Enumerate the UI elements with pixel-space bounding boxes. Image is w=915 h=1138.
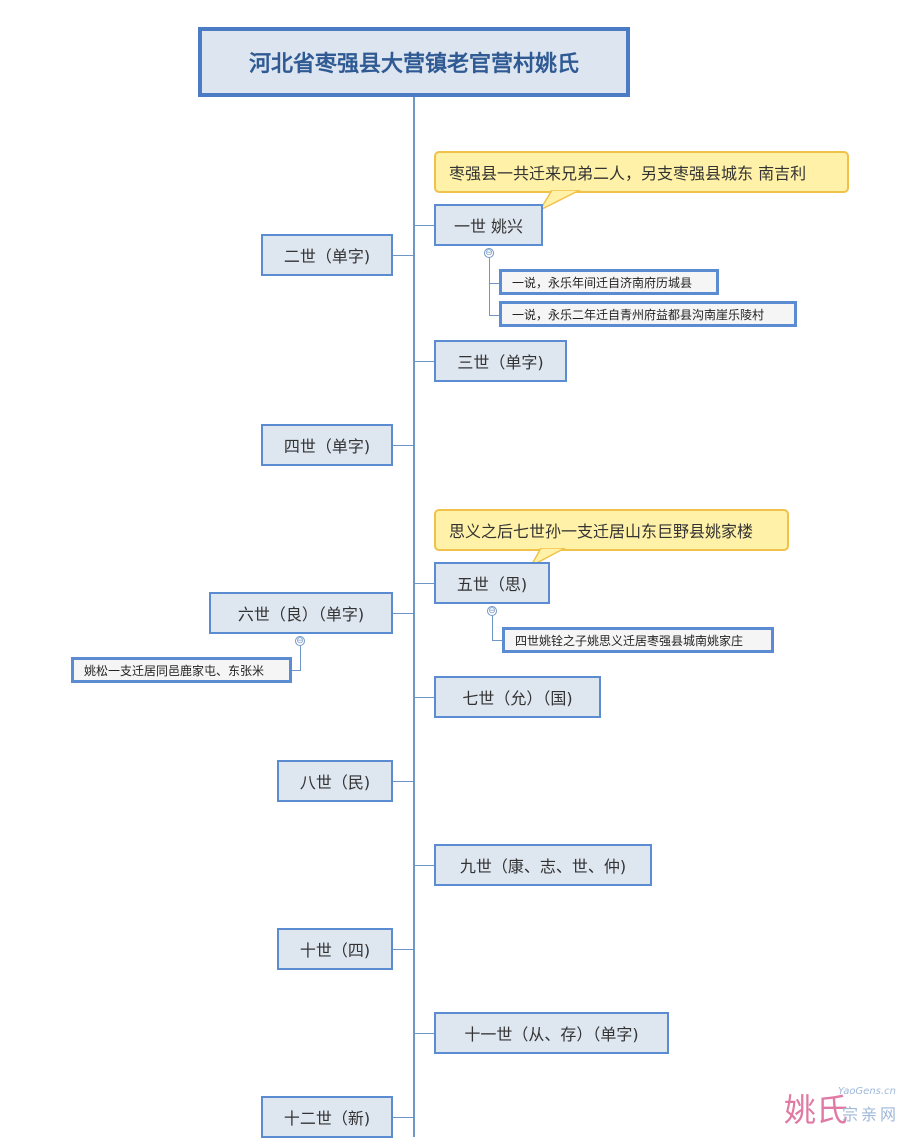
connector bbox=[393, 613, 414, 614]
connector bbox=[489, 283, 499, 284]
collapse-icon[interactable]: ⊖ bbox=[295, 636, 305, 646]
connector bbox=[393, 255, 414, 256]
connector bbox=[393, 445, 414, 446]
timeline-spine bbox=[413, 97, 415, 1137]
generation-node-g9[interactable]: 九世（康、志、世、仲) bbox=[434, 844, 652, 886]
generation-node-g1[interactable]: 一世 姚兴 bbox=[434, 204, 543, 246]
connector bbox=[414, 1033, 434, 1034]
watermark-url: YaoGens.cn bbox=[838, 1086, 896, 1097]
connector bbox=[291, 670, 301, 671]
note-callout-g5[interactable]: 思义之后七世孙一支迁居山东巨野县姚家楼 bbox=[434, 509, 789, 551]
subnote-g5-a[interactable]: 四世姚铨之子姚思义迁居枣强县城南姚家庄 bbox=[502, 627, 774, 653]
watermark-main: 姚氏 bbox=[784, 1091, 849, 1129]
subnote-g1-b[interactable]: 一说，永乐二年迁自青州府益都县沟南崖乐陵村 bbox=[499, 301, 797, 327]
connector bbox=[414, 865, 434, 866]
note-callout-g1[interactable]: 枣强县一共迁来兄弟二人，另支枣强县城东 南吉利 bbox=[434, 151, 849, 193]
connector bbox=[489, 315, 499, 316]
generation-node-g7[interactable]: 七世（允）（国) bbox=[434, 676, 601, 718]
subnote-g6-a[interactable]: 姚松一支迁居同邑鹿家屯、东张米 bbox=[71, 657, 292, 683]
watermark-logo: 姚氏 YaoGens.cn 宗亲网 bbox=[784, 1085, 912, 1129]
connector bbox=[489, 258, 490, 315]
connector bbox=[393, 949, 414, 950]
connector bbox=[492, 616, 493, 640]
collapse-icon[interactable]: ⊖ bbox=[487, 606, 497, 616]
connector bbox=[414, 361, 434, 362]
generation-node-g12[interactable]: 十二世（新) bbox=[261, 1096, 393, 1138]
connector bbox=[300, 646, 301, 670]
generation-node-g5[interactable]: 五世（思) bbox=[434, 562, 550, 604]
generation-node-g11[interactable]: 十一世（从、存）（单字) bbox=[434, 1012, 669, 1054]
note-pointer-g5 bbox=[529, 548, 566, 568]
connector bbox=[414, 697, 434, 698]
generation-node-g8[interactable]: 八世（民) bbox=[277, 760, 393, 802]
connector bbox=[414, 583, 434, 584]
generation-node-g10[interactable]: 十世（四) bbox=[277, 928, 393, 970]
connector bbox=[492, 640, 502, 641]
generation-node-g6[interactable]: 六世（良）（单字) bbox=[209, 592, 393, 634]
collapse-icon[interactable]: ⊖ bbox=[484, 248, 494, 258]
watermark-sub: 宗亲网 bbox=[842, 1105, 900, 1124]
generation-node-g4[interactable]: 四世（单字) bbox=[261, 424, 393, 466]
connector bbox=[393, 1117, 414, 1118]
generation-node-g3[interactable]: 三世（单字) bbox=[434, 340, 567, 382]
connector bbox=[393, 781, 414, 782]
page-title: 河北省枣强县大营镇老官营村姚氏 bbox=[198, 27, 630, 97]
generation-node-g2[interactable]: 二世（单字) bbox=[261, 234, 393, 276]
connector bbox=[414, 225, 434, 226]
note-pointer-g1 bbox=[538, 190, 581, 212]
subnote-g1-a[interactable]: 一说，永乐年间迁自济南府历城县 bbox=[499, 269, 719, 295]
